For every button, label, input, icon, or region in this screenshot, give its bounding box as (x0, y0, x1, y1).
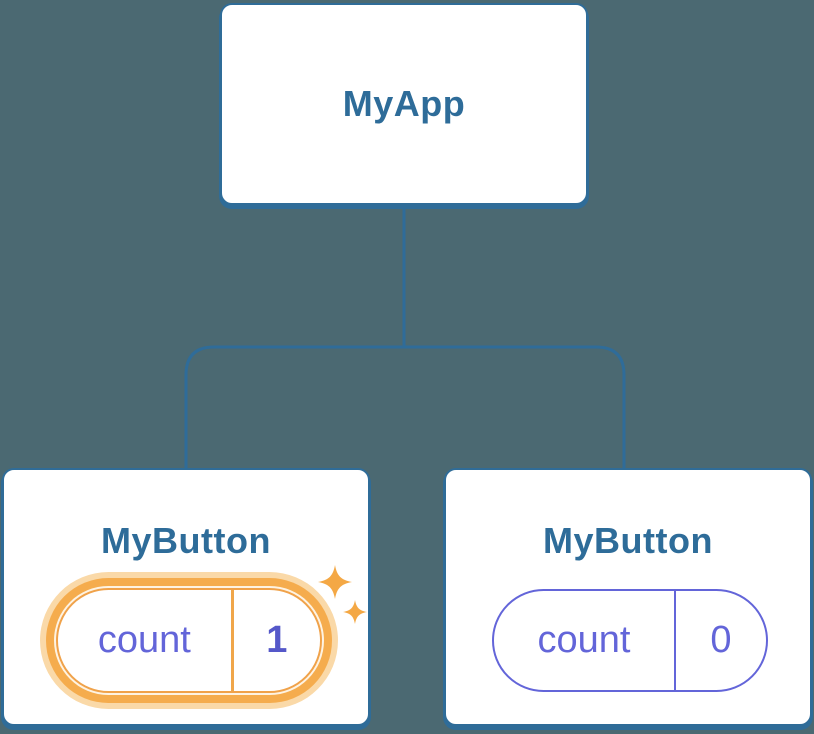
child-component-node-right: MyButton count 0 (444, 468, 812, 726)
root-component-node: MyApp (220, 3, 588, 205)
child-node-title: MyButton (543, 520, 713, 561)
connector-branch (184, 345, 626, 472)
state-pill-plain: count 0 (492, 589, 768, 692)
root-node-title: MyApp (342, 83, 466, 124)
sparkle-icon-small (343, 600, 367, 624)
sparkle-icon-large (318, 565, 352, 599)
state-key-label: count (537, 619, 631, 661)
state-key-label: count (97, 619, 191, 661)
state-pill-highlighted: count 1 (56, 588, 322, 693)
state-value: 0 (674, 591, 766, 690)
state-value: 1 (230, 590, 320, 691)
child-node-title: MyButton (101, 520, 271, 561)
child-component-node-left: MyButton count 1 (2, 468, 370, 726)
